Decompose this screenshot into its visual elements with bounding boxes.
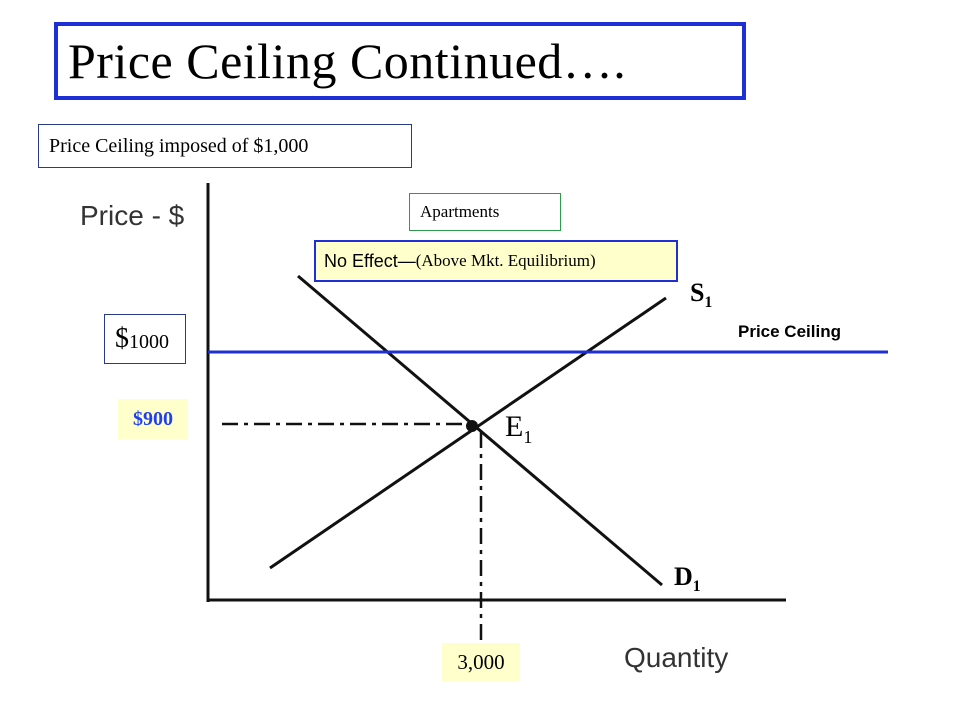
equilibrium-quantity-label: 3,000	[442, 643, 520, 681]
ceiling-price-label: $1000	[104, 314, 186, 364]
price-ceiling-label: Price Ceiling	[738, 322, 841, 341]
x-axis-label: Quantity	[624, 642, 729, 673]
demand-label: D1	[674, 562, 701, 596]
ceiling-price-value: 1000	[129, 330, 169, 353]
supply-letter: S	[690, 278, 705, 307]
equilibrium-letter: E	[505, 410, 524, 443]
effect-detail-text: (Above Mkt. Equilibrium)	[415, 251, 596, 270]
equilibrium-subscript: 1	[523, 427, 533, 447]
equilibrium-price-label: $900	[118, 399, 188, 439]
market-label: Apartments	[409, 193, 561, 231]
supply-subscript: 1	[704, 294, 713, 312]
effect-main-text: No Effect—	[324, 250, 416, 271]
effect-note: No Effect—(Above Mkt. Equilibrium)	[314, 240, 678, 282]
slide-title: Price Ceiling Continued….	[54, 22, 746, 100]
demand-curve	[297, 274, 663, 587]
y-axis-label: Price - $	[80, 200, 185, 231]
demand-subscript: 1	[692, 578, 701, 596]
supply-label: S1	[690, 278, 712, 312]
ceiling-price-symbol: $	[115, 323, 129, 354]
demand-letter: D	[674, 562, 693, 591]
equilibrium-point	[466, 420, 478, 432]
price-ceiling-note: Price Ceiling imposed of $1,000	[38, 124, 412, 168]
equilibrium-label: E1	[505, 410, 532, 448]
supply-curve	[269, 296, 667, 570]
